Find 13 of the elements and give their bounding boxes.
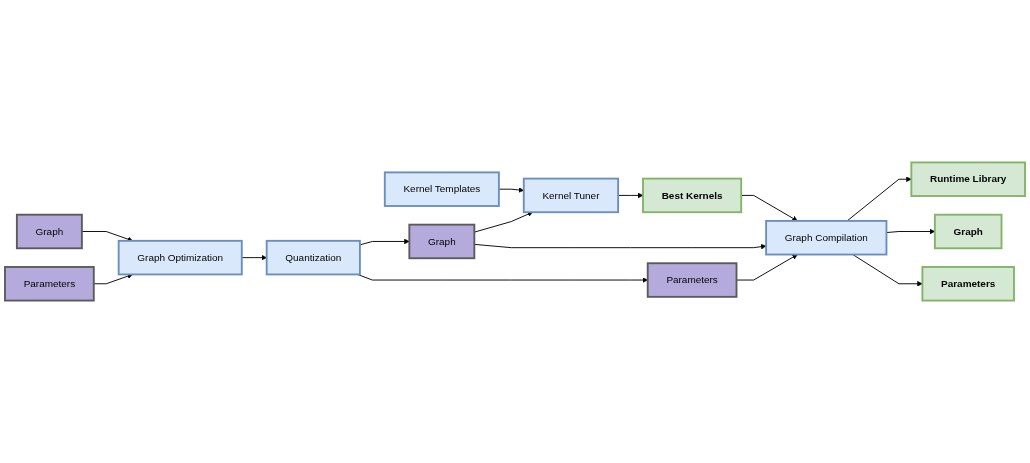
node-box: Kernel Templates [383, 171, 500, 207]
node-box: Parameters [646, 262, 738, 298]
node-box: Graph Compilation [765, 220, 888, 256]
node-box: Graph Optimization [117, 239, 243, 276]
node-box: Kernel Tuner [522, 177, 620, 214]
node-box: Graph [15, 213, 83, 250]
node-box: Graph [408, 223, 476, 260]
node-box: Parameters [4, 266, 95, 302]
node-box: Graph [933, 213, 1003, 250]
node-box: Quantization [265, 239, 361, 276]
node-box: Best Kernels [642, 177, 743, 214]
node-box: Runtime Library [910, 161, 1026, 197]
node-box: Parameters [921, 266, 1015, 302]
